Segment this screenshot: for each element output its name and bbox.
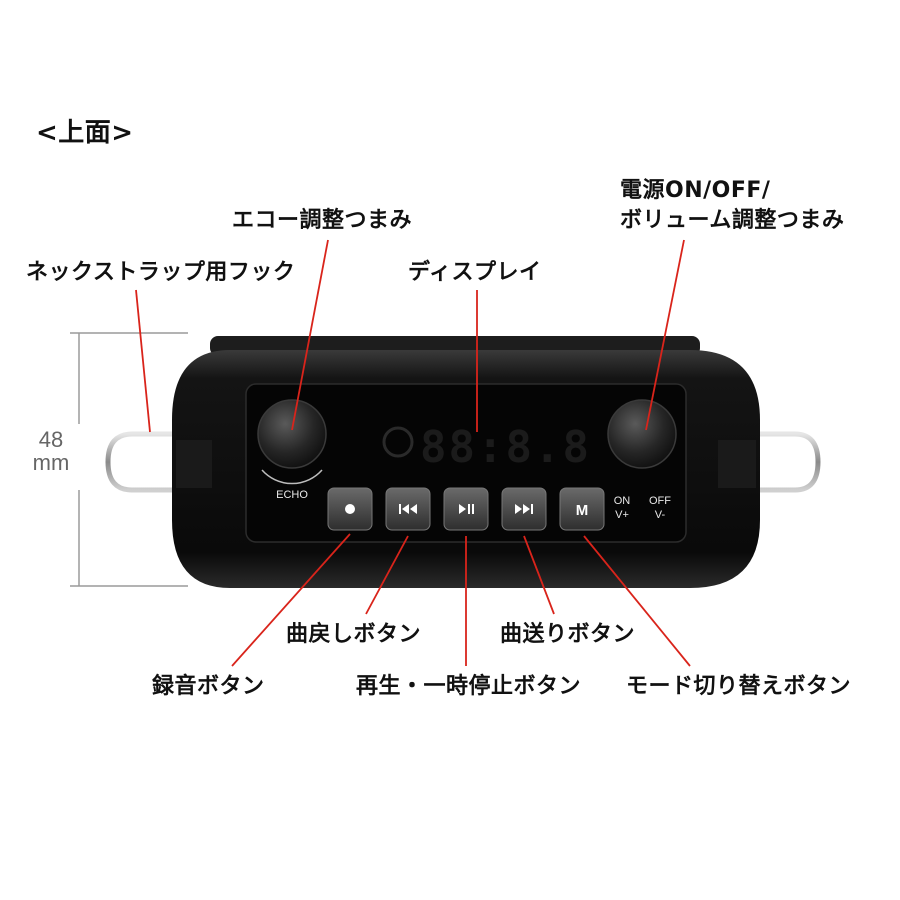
leader-lines [135,239,691,667]
vplus-label: V+ [615,509,629,521]
record-button[interactable] [327,487,373,531]
leader-mode-button [583,535,691,667]
mode-button[interactable]: M [559,487,605,531]
callout-record-button: 録音ボタン [152,674,265,699]
dimension-unit: mm [32,450,70,476]
display-screen: 88:8.8 [382,422,591,473]
play-pause-button[interactable] [443,487,489,531]
callout-neck-strap-hook: ネックストラップ用フック [26,260,296,285]
play-pause-icon [459,504,474,514]
leader-next-button [523,535,555,615]
callout-play-pause-button: 再生・一時停止ボタン [356,674,582,699]
callout-display: ディスプレイ [408,260,542,285]
prev-button[interactable] [385,487,431,531]
callout-power-volume-line1: 電源ON/OFF/ [620,178,771,203]
leader-neck-strap-hook [135,289,151,433]
display-digits: 88:8.8 [420,422,591,473]
dimension-value: 48 [38,427,64,452]
callout-next-button: 曲送りボタン [500,622,636,647]
echo-knob[interactable]: ECHO [257,399,327,501]
leader-prev-button [365,535,409,615]
neck-strap-hook-left [105,431,208,493]
power-volume-knob[interactable]: ON V+ OFF V- [607,399,677,521]
leader-echo-knob [291,239,329,431]
neck-strap-hook-right [719,431,821,493]
dimension-line [70,332,188,587]
callout-power-volume-line2: ボリューム調整つまみ [620,208,845,233]
callout-echo-knob: エコー調整つまみ [232,208,413,233]
callout-mode-button: モード切り替えボタン [626,674,852,699]
leader-power-volume-knob [645,239,685,431]
record-icon [345,504,355,514]
on-label: ON [614,495,631,507]
callout-prev-button: 曲戻しボタン [286,622,422,647]
skip-forward-icon [515,504,533,514]
leader-record-button [231,533,351,667]
skip-back-icon [399,504,417,514]
dimension-label: 48 mm [24,428,78,474]
page-heading: <上面> [36,118,134,148]
off-label: OFF [649,495,671,507]
echo-label: ECHO [276,489,308,501]
vminus-label: V- [655,509,666,521]
mode-key-label: M [576,502,589,519]
next-button[interactable] [501,487,547,531]
